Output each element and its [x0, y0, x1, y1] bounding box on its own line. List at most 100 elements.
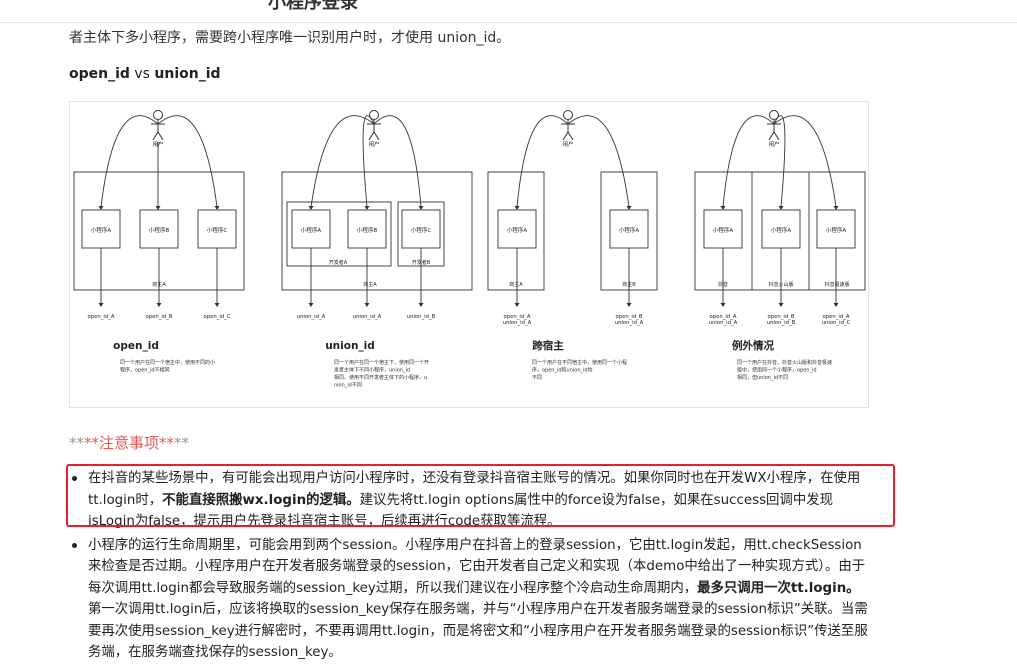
notes-heading: ****注意事项****: [69, 432, 189, 453]
app-label: 小程序A: [713, 226, 734, 234]
id-label: open_id_A: [823, 314, 850, 320]
arrow-head: [720, 206, 726, 210]
notes-heading-suffix: **: [174, 434, 190, 452]
panel-title: 跨宿主: [532, 339, 564, 352]
id-label: union_id_C: [822, 320, 851, 326]
app-label: 小程序A: [619, 226, 640, 234]
panel-title: 例外情况: [732, 339, 774, 352]
user-flow-arrow: [722, 115, 775, 208]
id-label: union_id_B: [767, 320, 796, 326]
arrow-head: [833, 206, 839, 210]
panel-description: 版中，使用同一个小程序，open_id: [737, 367, 817, 374]
host-box: [487, 171, 545, 291]
arrow-head: [364, 206, 370, 210]
subhead-unionid: union_id: [154, 66, 221, 82]
arrow-head: [514, 206, 520, 210]
group-label: 开发者A: [329, 259, 348, 266]
id-label: open_id_A: [504, 314, 531, 320]
section-subheading: open_id vs union_id: [69, 66, 221, 82]
panel-title: open_id: [113, 340, 159, 352]
user-icon: [769, 110, 779, 120]
arrow-head: [778, 206, 784, 210]
bullet2-text-c: 第一次调用tt.login后，应该将换取的session_key保存在服务端，并…: [88, 602, 868, 660]
user-icon: [369, 110, 379, 120]
list-item: 在抖音的某些场景中，有可能会出现用户访问小程序时，还没有登录抖音宿主账号的情况。…: [69, 468, 869, 533]
arrow-head: [626, 206, 632, 210]
user-icon-leg: [768, 131, 775, 141]
bullet1-bold: 不能直接照搬wx.login的逻辑。: [162, 492, 360, 508]
arrow-head: [514, 303, 520, 307]
subhead-openid: open_id: [69, 66, 130, 82]
id-label: open_id_A: [710, 314, 737, 320]
panel-description: 序，open_id和union_id均: [532, 367, 593, 374]
arrow-head: [720, 303, 726, 307]
user-icon-leg: [368, 131, 375, 141]
id-label: open_id_B: [146, 314, 173, 320]
group-label: 抖音火山版: [768, 281, 793, 288]
id-label: union_id_B: [407, 314, 436, 320]
user-flow-arrow: [362, 115, 375, 208]
panel-description: 同一个用户在同一个宿主下，使用同一个开: [334, 359, 429, 366]
arrow-head: [214, 303, 220, 307]
panel-description: 相同，但union_id不同: [737, 374, 788, 381]
host-box: [694, 171, 866, 291]
app-box: [703, 209, 743, 249]
user-icon-leg: [562, 131, 569, 141]
user-icon-leg: [373, 131, 380, 141]
user-flow-arrow: [773, 115, 786, 208]
user-flow-arrow: [516, 115, 569, 208]
user-flow-arrow: [773, 115, 837, 208]
app-box: [401, 209, 441, 249]
panel-description: 不同: [532, 375, 542, 381]
arrow-head: [418, 206, 424, 210]
user-icon-leg: [152, 131, 159, 141]
app-label: 小程序A: [301, 226, 322, 234]
panel-description: 同一个用户在同一个宿主中，使用不同的小: [120, 359, 215, 366]
group-label: 开发者B: [412, 259, 431, 266]
user-flow-arrow: [310, 115, 375, 208]
arrow-head: [308, 206, 314, 210]
notes-heading-prefix: **: [69, 434, 84, 452]
panel-description: 程序，open_id不相同: [120, 367, 170, 374]
bullet2-bold: 最多只调用一次tt.login。: [697, 580, 860, 596]
arrow-head: [778, 303, 784, 307]
id-label: union_id_A: [615, 320, 644, 326]
panel-description: 同一个用户在抖音、抖音火山版和抖音极速: [737, 359, 832, 366]
user-icon: [153, 110, 163, 120]
id-label: open_id_C: [203, 314, 230, 320]
app-label: 小程序C: [207, 226, 228, 234]
app-box: [197, 209, 237, 249]
panel-description: nion_id不同: [334, 383, 362, 389]
app-label: 小程序A: [826, 226, 847, 234]
user-label: 用户: [768, 140, 779, 148]
intro-text: 者主体下多小程序，需要跨小程序唯一识别用户时，才使用 union_id。: [69, 30, 511, 46]
app-box: [347, 209, 387, 249]
notes-list: 在抖音的某些场景中，有可能会出现用户访问小程序时，还没有登录抖音宿主账号的情况。…: [69, 468, 869, 666]
list-item: 小程序的运行生命周期里，可能会用到两个session。小程序用户在抖音上的登录s…: [69, 535, 869, 664]
group-label: 商主A: [363, 281, 377, 288]
panel-description: 相同。使用不同开发者主体下的小程序，u: [334, 374, 427, 381]
group-label: 商主B: [622, 281, 636, 288]
group-label: 商主A: [152, 281, 166, 288]
user-label: 用户: [368, 140, 379, 148]
host-box: [281, 171, 473, 291]
id-label: open_id_B: [616, 314, 643, 320]
user-icon-leg: [773, 131, 780, 141]
arrow-head: [418, 303, 424, 307]
app-box: [816, 209, 856, 249]
arrow-head: [156, 303, 162, 307]
id-label: union_id_A: [503, 320, 532, 326]
subhead-vs: vs: [129, 66, 155, 82]
panel-description: 发者主体下不同小程序，union_id: [334, 367, 410, 374]
diagram-svg: 用户小程序Aopen_id_A小程序Bopen_id_B小程序Copen_id_…: [73, 110, 866, 389]
user-flow-arrow: [567, 115, 630, 208]
user-icon-leg: [157, 131, 164, 141]
app-label: 小程序A: [771, 226, 792, 234]
arrow-head: [98, 303, 104, 307]
user-flow-arrow: [100, 115, 159, 208]
user-icon: [563, 110, 573, 120]
panel-title: union_id: [325, 340, 375, 352]
bullet2-text-a: 小程序的运行生命周期里，可能会用到两个session。小程序用户在抖音上的登录s…: [88, 537, 866, 596]
id-label: union_id_A: [353, 314, 382, 320]
bullet1-text-a: 在抖音的某些场景中，有可能会出现用户访问小程序时，还没有登录抖音宿主账号的情况。…: [88, 471, 861, 508]
